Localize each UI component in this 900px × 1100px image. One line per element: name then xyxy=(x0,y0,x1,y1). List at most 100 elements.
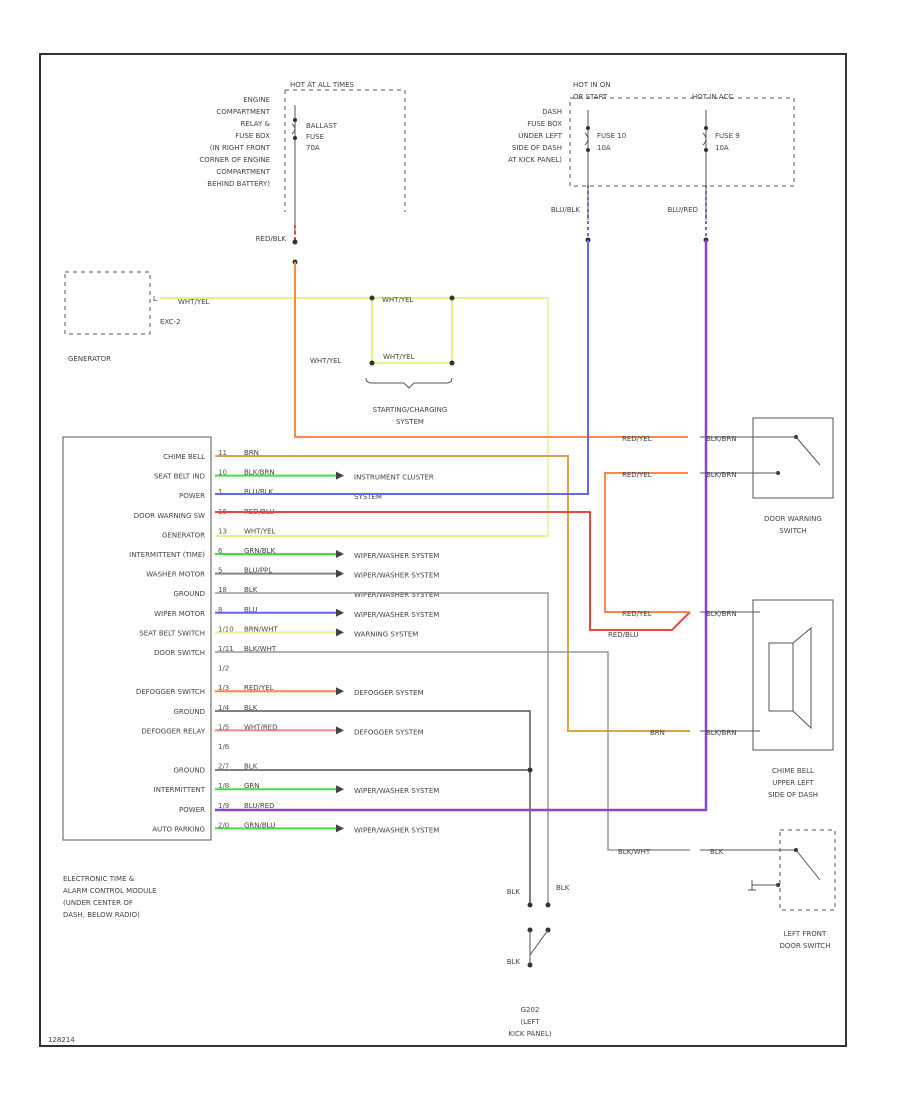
module-pin-wire: BLK xyxy=(244,586,258,594)
wires xyxy=(215,240,708,905)
door-warning-switch: RED/YEL RED/YEL BLK/BRN BLK/BRN DOOR WAR… xyxy=(608,417,834,639)
module-pin-label: INTERMITTENT (TIME) xyxy=(129,551,205,559)
svg-text:BEHIND BATTERY): BEHIND BATTERY) xyxy=(207,180,270,188)
module-pin-destination: DEFOGGER SYSTEM xyxy=(354,728,424,736)
module-pin-number: 1/5 xyxy=(218,723,229,731)
module-pin-number: 11 xyxy=(218,449,227,457)
diagram-frame xyxy=(39,53,847,1047)
module-pin-label: DEFOGGER RELAY xyxy=(141,727,205,735)
wire-blk-ground-2 xyxy=(215,710,531,770)
svg-text:CHIME BELL: CHIME BELL xyxy=(772,767,814,775)
svg-text:BLK/BRN: BLK/BRN xyxy=(706,471,737,479)
module-pin-number: 1/10 xyxy=(218,625,234,633)
svg-text:BLU/BLK: BLU/BLK xyxy=(551,206,581,214)
svg-text:CORNER OF ENGINE: CORNER OF ENGINE xyxy=(199,156,270,164)
svg-text:FUSE: FUSE xyxy=(306,133,324,141)
module-pin-number: 1 xyxy=(218,488,222,496)
module-pin-wire: BLU xyxy=(244,606,257,614)
module-pin-number: 5 xyxy=(218,567,222,575)
svg-text:BLU/RED: BLU/RED xyxy=(667,206,698,214)
module-pin-wire: WHT/YEL xyxy=(244,527,276,535)
module-pin-label: GROUND xyxy=(173,767,205,775)
module-pin-number: 18 xyxy=(218,586,227,594)
arrow-icon xyxy=(336,785,344,794)
module-pin-label: SEAT BELT IND xyxy=(154,473,205,481)
svg-text:BLK/WHT: BLK/WHT xyxy=(618,848,651,856)
module-pin-label: GENERATOR xyxy=(162,531,205,539)
svg-text:BLK/BRN: BLK/BRN xyxy=(706,729,737,737)
wire-blu-red xyxy=(215,240,708,812)
svg-text:HOT IN ON: HOT IN ON xyxy=(573,81,611,89)
wire-blk-wht xyxy=(215,651,690,851)
module-pin-wire: BLK/WHT xyxy=(244,645,277,653)
wire-blu-blk xyxy=(215,240,589,495)
svg-text:BLK: BLK xyxy=(507,888,521,896)
generator: L EXC-2 GENERATOR WHT/YEL xyxy=(64,271,210,363)
svg-text:WHT/YEL: WHT/YEL xyxy=(382,296,414,304)
wire-red-blu xyxy=(215,511,691,631)
module-pin-destination: WIPER/WASHER SYSTEM xyxy=(354,611,439,619)
svg-text:WHT/YEL: WHT/YEL xyxy=(178,298,210,306)
svg-text:SIDE OF DASH: SIDE OF DASH xyxy=(512,144,562,152)
svg-text:(LEFT: (LEFT xyxy=(520,1018,540,1026)
svg-text:(UNDER CENTER OF: (UNDER CENTER OF xyxy=(63,899,133,907)
engine-fuse-box: HOT AT ALL TIMES ENGINE COMPARTMENT RELA… xyxy=(199,81,406,265)
svg-text:FUSE 10: FUSE 10 xyxy=(597,132,626,140)
svg-text:SYSTEM: SYSTEM xyxy=(396,418,424,426)
svg-text:COMPARTMENT: COMPARTMENT xyxy=(216,168,270,176)
arrow-icon xyxy=(336,628,344,637)
module-pin-label: POWER xyxy=(179,492,205,500)
module-pin-number: 1/8 xyxy=(218,782,229,790)
arrow-icon xyxy=(336,471,344,480)
svg-text:ENGINE: ENGINE xyxy=(243,96,270,104)
svg-text:10A: 10A xyxy=(597,144,611,152)
module-pin-wire: BLK xyxy=(244,763,258,771)
wire-red-blk xyxy=(294,262,688,438)
svg-text:HOT IN ACC: HOT IN ACC xyxy=(692,93,733,101)
arrow-icon xyxy=(336,726,344,735)
svg-text:BLK: BLK xyxy=(710,848,724,856)
wire-red-yel xyxy=(604,472,690,613)
dash-fuse-box: HOT IN ON OR START HOT IN ACC DASH FUSE … xyxy=(508,81,795,243)
module-pin-wire: BLU/BLK xyxy=(244,488,274,496)
module-pin-label: CHIME BELL xyxy=(163,453,205,461)
wire-blk-ground-1 xyxy=(215,592,549,905)
module-pin-wire: WHT/RED xyxy=(244,723,278,731)
module-pin-destination: WIPER/WASHER SYSTEM xyxy=(354,552,439,560)
module-pin-wire: GRN/BLU xyxy=(244,821,275,829)
module-pin-number: 10 xyxy=(218,469,227,477)
module-pin-number: 1/9 xyxy=(218,802,229,810)
left-front-door-switch: BLK/WHT BLK LEFT FRONT DOOR SWITCH xyxy=(618,829,836,950)
module-pin-label: DOOR SWITCH xyxy=(154,649,205,657)
module-pin-label: GROUND xyxy=(173,708,205,716)
module-pin-wire: BLU/PPL xyxy=(244,567,272,575)
module-pin-number: 8 xyxy=(218,606,222,614)
ground-g202: BLK BLK BLK G202 (LEFT KICK PANEL) xyxy=(507,884,570,1038)
module-pin-destination: WIPER/WASHER SYSTEM xyxy=(354,787,439,795)
module-pin-wire: RED/YEL xyxy=(244,684,274,692)
module-pin-label: INTERMITTENT xyxy=(154,786,206,794)
module-pin-number: 2/7 xyxy=(218,763,229,771)
arrow-icon xyxy=(336,824,344,833)
module-pin-wire: GRN/BLK xyxy=(244,547,276,555)
svg-text:WHT/YEL: WHT/YEL xyxy=(383,353,415,361)
svg-text:BRN: BRN xyxy=(650,729,665,737)
svg-text:RED/BLK: RED/BLK xyxy=(256,235,287,243)
svg-text:FUSE BOX: FUSE BOX xyxy=(235,132,270,140)
svg-text:RELAY &: RELAY & xyxy=(240,120,270,128)
module-pin-number: 1/11 xyxy=(218,645,234,653)
charging-system: WHT/YEL WHT/YEL WHT/YEL STARTING/CHARGIN… xyxy=(160,295,549,536)
svg-text:FUSE 9: FUSE 9 xyxy=(715,132,740,140)
svg-text:WHT/YEL: WHT/YEL xyxy=(310,357,342,365)
svg-text:KICK PANEL): KICK PANEL) xyxy=(508,1030,551,1038)
svg-text:STARTING/CHARGING: STARTING/CHARGING xyxy=(373,406,448,414)
svg-text:SIDE OF DASH: SIDE OF DASH xyxy=(768,791,818,799)
module-pin-wire: BRN xyxy=(244,449,259,457)
module-pin-number: 13 xyxy=(218,527,227,535)
module-pin-label: WASHER MOTOR xyxy=(146,571,205,579)
svg-text:UNDER LEFT: UNDER LEFT xyxy=(518,132,562,140)
svg-text:DASH: DASH xyxy=(542,108,562,116)
svg-text:UPPER LEFT: UPPER LEFT xyxy=(772,779,814,787)
